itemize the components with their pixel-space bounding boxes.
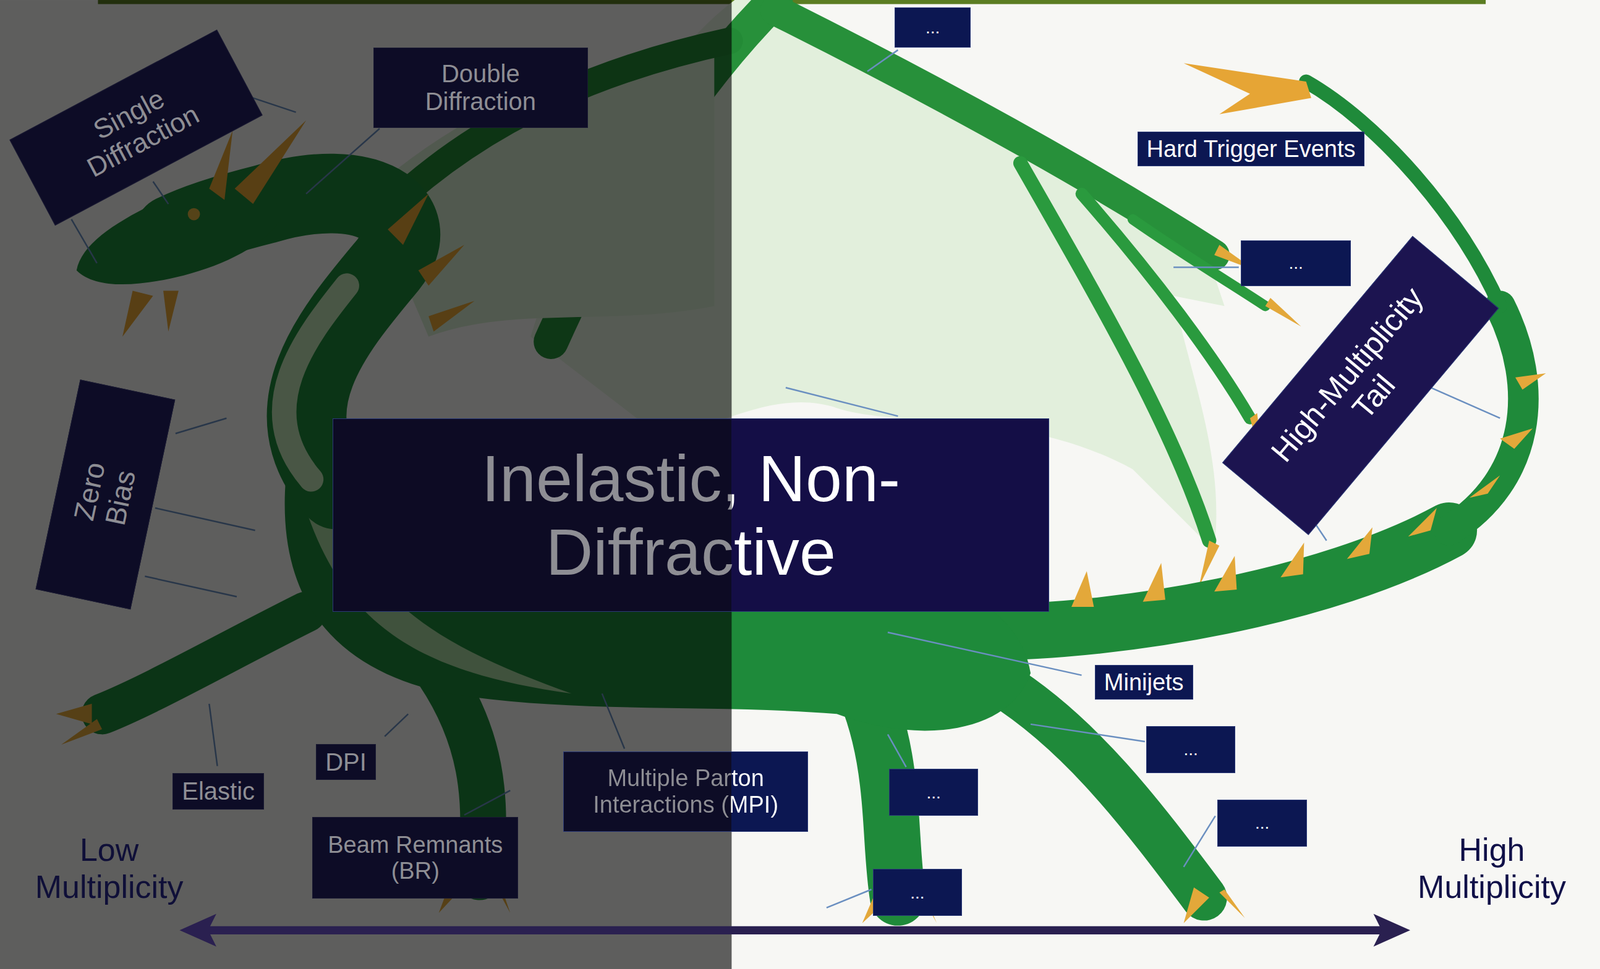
axis-label: Low Multiplicity bbox=[13, 832, 206, 907]
label-box: Inelastic, Non-Diffractive bbox=[332, 418, 1050, 613]
label-box: ... bbox=[894, 7, 972, 47]
leader-line bbox=[826, 889, 872, 909]
label-box: Elastic bbox=[172, 773, 264, 810]
label-box: Minijets bbox=[1094, 665, 1194, 701]
tail bbox=[979, 63, 1546, 633]
leader-line bbox=[1183, 816, 1216, 868]
arrow-head bbox=[1373, 914, 1411, 948]
leader-line bbox=[1430, 387, 1500, 419]
axis-line bbox=[204, 926, 1383, 935]
label-box: Single Diffraction bbox=[9, 29, 263, 226]
box-text: Zero Bias bbox=[63, 437, 148, 553]
box-text: ... bbox=[897, 17, 969, 38]
wing-finger bbox=[1081, 194, 1251, 419]
label-box: DPI bbox=[315, 744, 376, 781]
box-text: ... bbox=[1220, 813, 1304, 833]
box-text: ... bbox=[876, 883, 959, 903]
box-text: DPI bbox=[325, 748, 367, 777]
box-text: Single Diffraction bbox=[33, 53, 238, 201]
box-text: Hard Trigger Events bbox=[1146, 136, 1356, 163]
box-text: Double Diffraction bbox=[386, 59, 575, 116]
box-text: Multiple Parton Interactions (MPI) bbox=[573, 765, 798, 818]
tail-segment bbox=[979, 530, 1449, 633]
box-text: Beam Remnants (BR) bbox=[322, 832, 508, 885]
label-box: ... bbox=[1240, 240, 1351, 287]
leader-line bbox=[1173, 266, 1239, 268]
label-box: Double Diffraction bbox=[373, 47, 588, 128]
label-box: Zero Bias bbox=[35, 380, 175, 611]
label-box: Multiple Parton Interactions (MPI) bbox=[563, 751, 809, 833]
leader-line bbox=[887, 734, 907, 768]
axis-label: High Multiplicity bbox=[1399, 832, 1585, 907]
multiplicity-axis bbox=[179, 914, 1411, 948]
label-box: ... bbox=[889, 769, 979, 817]
label-box: Hard Trigger Events bbox=[1137, 131, 1366, 167]
leg bbox=[1000, 683, 1205, 899]
box-text: Inelastic, Non-Diffractive bbox=[345, 442, 1037, 589]
label-box: ... bbox=[872, 869, 962, 917]
leader-line bbox=[867, 50, 899, 72]
box-text: Minijets bbox=[1104, 669, 1184, 697]
box-text: ... bbox=[892, 783, 975, 803]
arrow-head bbox=[179, 914, 216, 948]
box-text: High-Multiplicity Tail bbox=[1246, 260, 1474, 512]
leader-line bbox=[887, 632, 1082, 676]
box-text: ... bbox=[1243, 253, 1348, 273]
tail-fan bbox=[1183, 63, 1312, 115]
box-text: ... bbox=[1149, 740, 1233, 760]
label-box: ... bbox=[1146, 726, 1236, 774]
label-box: ... bbox=[1217, 800, 1307, 847]
label-box: Beam Remnants (BR) bbox=[312, 817, 519, 899]
leader-line bbox=[785, 387, 899, 417]
leader-line bbox=[1030, 724, 1145, 742]
box-text: Elastic bbox=[181, 777, 255, 806]
